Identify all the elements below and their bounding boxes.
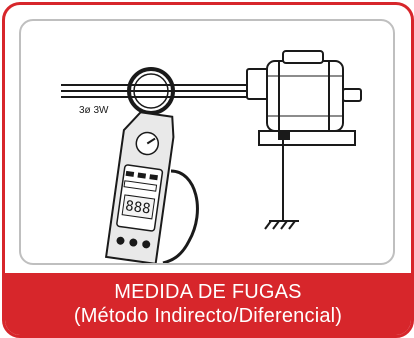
ground-symbol-icon (264, 139, 299, 230)
caption-title: MEDIDA DE FUGAS (114, 281, 302, 303)
caption-banner: MEDIDA DE FUGAS (Método Indirecto/Difere… (5, 273, 411, 335)
wire-label: 3ø 3W (79, 105, 109, 116)
illustration-frame: 3ø 3W 888 (19, 19, 395, 265)
meter-display: 888 (124, 198, 151, 217)
clamp-meter-icon: 888 (104, 67, 199, 263)
electric-motor-icon (246, 50, 362, 146)
measurement-diagram: 3ø 3W 888 (61, 50, 362, 263)
caption-subtitle: (Método Indirecto/Diferencial) (73, 305, 343, 327)
three-phase-wires (61, 84, 247, 98)
